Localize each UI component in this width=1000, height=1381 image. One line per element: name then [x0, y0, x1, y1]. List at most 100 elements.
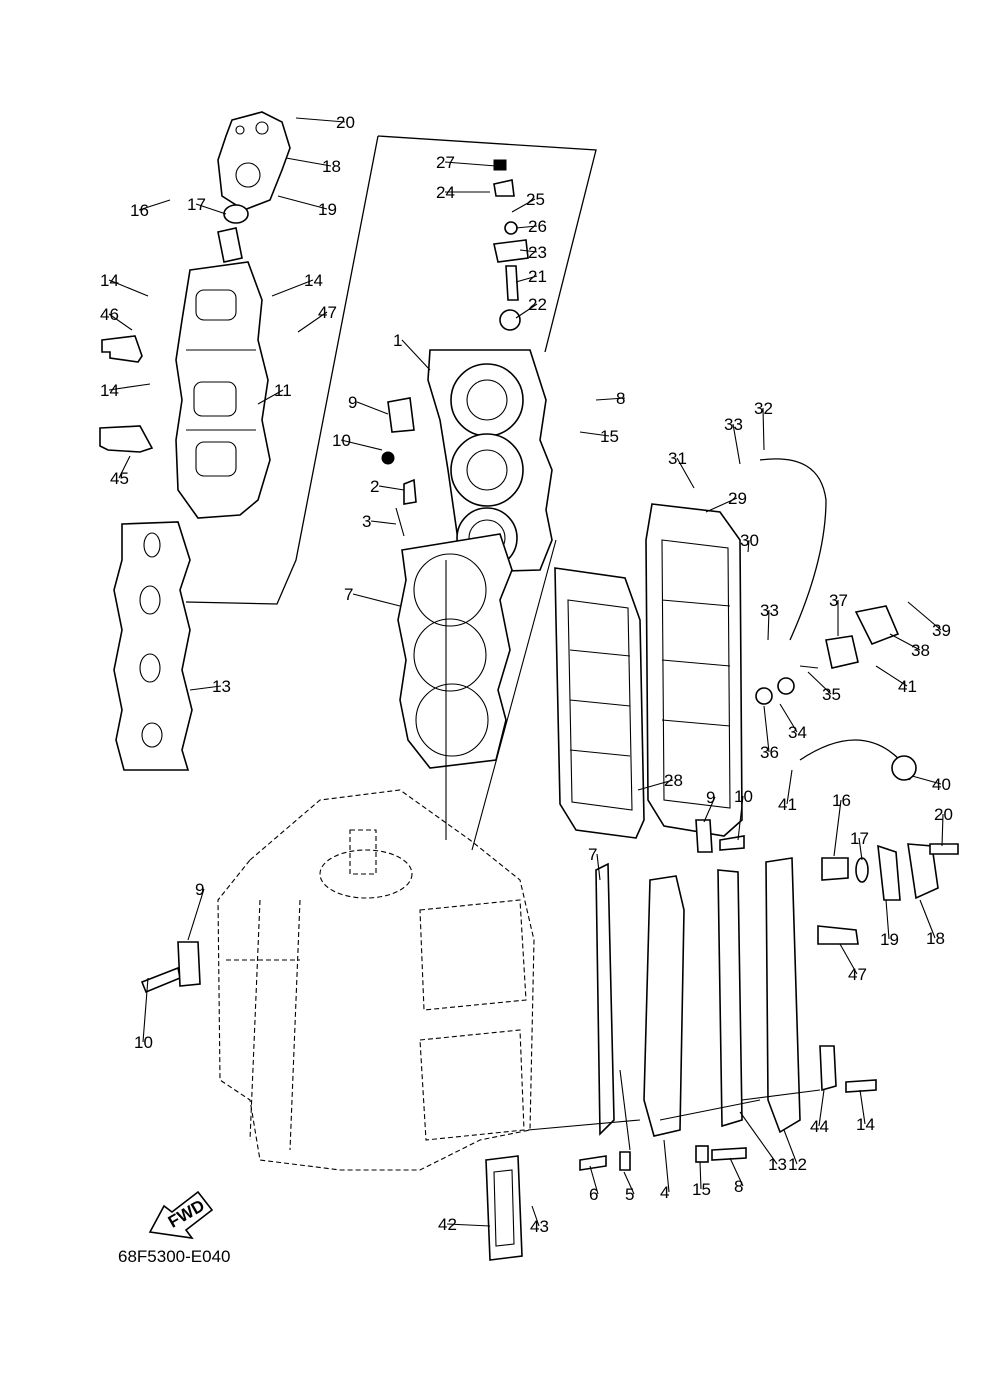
- leader-line-33: [767, 609, 770, 641]
- leader-line-9: [187, 888, 205, 941]
- head-group-frame: [185, 135, 597, 605]
- leader-line-22: [515, 303, 538, 319]
- exhaust-outer-cover-group: [554, 458, 917, 839]
- leader-line-29: [705, 497, 738, 513]
- leader-line-1: [401, 339, 431, 371]
- leader-line-41: [875, 665, 908, 687]
- callout-4: 4: [660, 1183, 669, 1202]
- callout-44: 44: [810, 1117, 829, 1136]
- callout-12: 12: [788, 1155, 807, 1174]
- drawing-code: 68F5300-E040: [118, 1247, 230, 1266]
- callout-19: 19: [880, 930, 899, 949]
- leader-line-13: [189, 685, 222, 691]
- leader-line-25: [511, 198, 536, 213]
- leader-line-3: [370, 520, 397, 525]
- callout-9: 9: [348, 393, 357, 412]
- leader-line-21: [515, 275, 538, 283]
- callout-15: 15: [600, 427, 619, 446]
- callout-leaders: [108, 117, 944, 1227]
- leader-line-17: [195, 203, 227, 215]
- callout-47: 47: [318, 303, 337, 322]
- callout-25: 25: [526, 190, 545, 209]
- leader-line-13: [739, 1111, 778, 1165]
- leader-line-47: [839, 943, 858, 975]
- leader-line-36: [763, 705, 770, 753]
- callout-2: 2: [370, 477, 379, 496]
- cylinder-block: [217, 789, 535, 1171]
- callout-7: 7: [344, 585, 353, 604]
- callout-10: 10: [134, 1033, 153, 1052]
- callout-14: 14: [100, 381, 119, 400]
- callout-15: 15: [692, 1180, 711, 1199]
- leader-line-11: [257, 389, 284, 405]
- leader-line-14: [108, 279, 149, 297]
- exhaust-cover-group: [99, 111, 291, 771]
- leader-line-16: [833, 799, 842, 857]
- callout-14: 14: [856, 1115, 875, 1134]
- leader-line-23: [519, 249, 538, 253]
- leader-line-10: [737, 795, 744, 841]
- callout-13: 13: [212, 677, 231, 696]
- leader-line-18: [285, 157, 332, 167]
- leader-line-6: [589, 1165, 599, 1195]
- leader-line-33: [732, 423, 741, 465]
- callout-6: 6: [589, 1185, 598, 1204]
- leader-line-10: [142, 977, 149, 1043]
- lower-right-parts: [140, 819, 959, 1261]
- leader-line-47: [297, 311, 328, 333]
- leader-line-45: [118, 455, 131, 479]
- callout-9: 9: [706, 788, 715, 807]
- leader-line-15: [579, 431, 610, 437]
- callout-21: 21: [528, 267, 547, 286]
- leader-line-15: [699, 1161, 702, 1190]
- leader-line-14: [108, 383, 151, 391]
- connector-lines: [445, 539, 821, 1151]
- callout-28: 28: [664, 771, 683, 790]
- leader-line-31: [676, 457, 695, 489]
- leader-line-18: [919, 899, 936, 939]
- leader-line-40: [911, 775, 942, 785]
- callout-23: 23: [528, 243, 547, 262]
- callout-29: 29: [728, 489, 747, 508]
- leader-line-41: [786, 769, 793, 805]
- leader-line-19: [277, 195, 328, 210]
- callout-36: 36: [760, 743, 779, 762]
- fwd-arrow: FWD: [148, 1190, 214, 1240]
- callout-18: 18: [926, 929, 945, 948]
- callout-1: 1: [393, 331, 402, 350]
- callout-20: 20: [336, 113, 355, 132]
- callout-18: 18: [322, 157, 341, 176]
- leader-line-7: [352, 593, 401, 607]
- cylinder-head-group: [381, 159, 553, 769]
- leader-line-4: [663, 1139, 670, 1193]
- callout-38: 38: [911, 641, 930, 660]
- leader-line-12: [783, 1129, 798, 1165]
- leader-line-9: [703, 796, 716, 823]
- callout-22: 22: [528, 295, 547, 314]
- callout-7: 7: [588, 845, 597, 864]
- leader-line-44: [818, 1089, 825, 1127]
- leader-line-28: [637, 779, 674, 791]
- callout-9: 9: [195, 880, 204, 899]
- leader-line-32: [762, 407, 765, 451]
- leader-line-10: [340, 439, 383, 451]
- leader-line-14: [859, 1089, 866, 1125]
- leader-line-7: [596, 853, 601, 881]
- leader-line-20: [295, 117, 346, 123]
- callout-8: 8: [734, 1177, 743, 1196]
- callout-40: 40: [932, 775, 951, 794]
- leader-line-39: [907, 601, 942, 631]
- callout-45: 45: [110, 469, 129, 488]
- callout-41: 41: [898, 677, 917, 696]
- callout-5: 5: [625, 1185, 634, 1204]
- leader-line-34: [779, 703, 798, 733]
- leader-line-19: [885, 899, 890, 940]
- callout-26: 26: [528, 217, 547, 236]
- callout-13: 13: [768, 1155, 787, 1174]
- callout-43: 43: [530, 1217, 549, 1236]
- leader-line-46: [108, 313, 133, 331]
- leader-line-9: [356, 401, 389, 415]
- callout-41: 41: [778, 795, 797, 814]
- leader-line-35: [807, 671, 832, 695]
